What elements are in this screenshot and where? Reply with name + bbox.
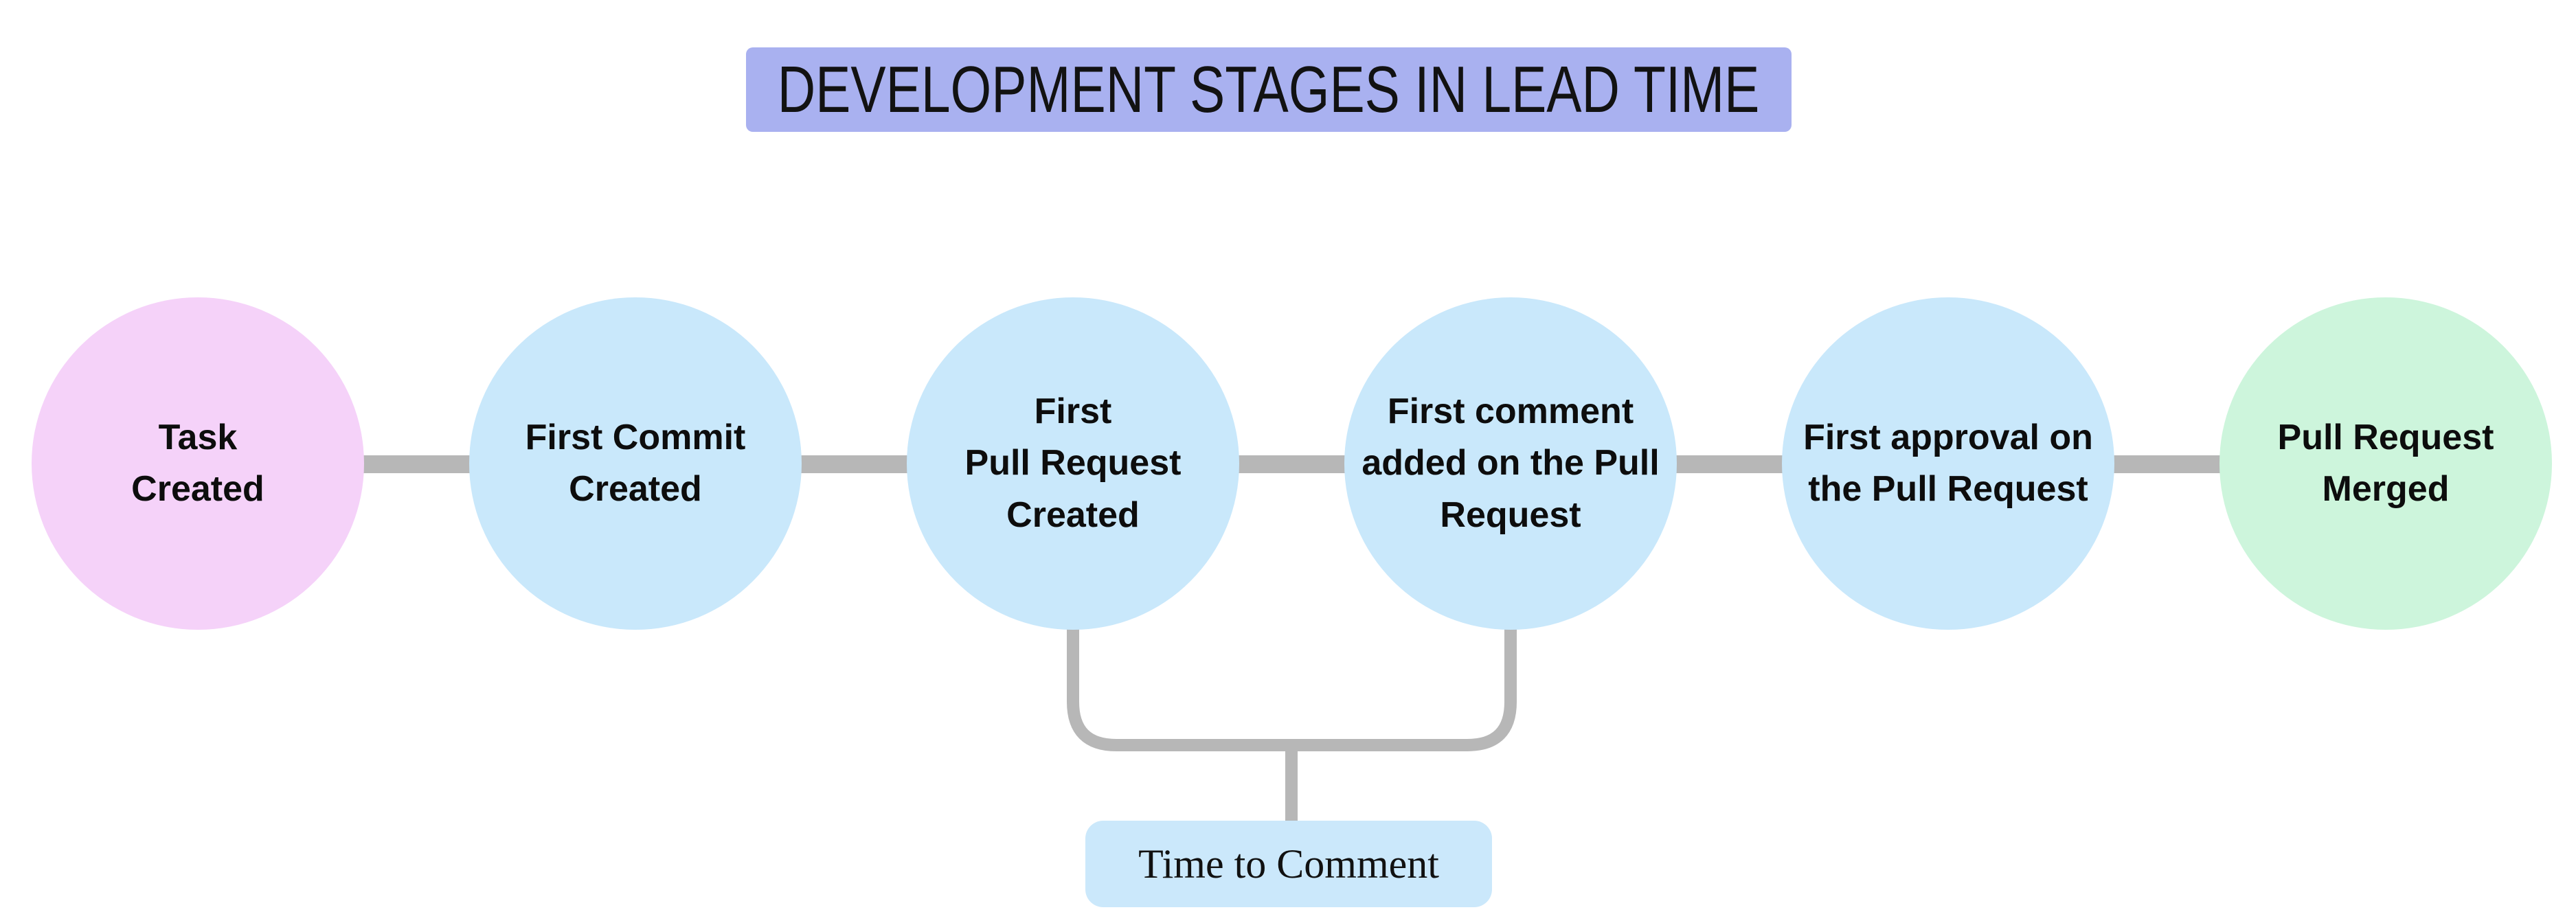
stage-label-line: First comment [1387, 391, 1634, 431]
stage-label: First Pull Request Created [965, 386, 1182, 541]
stage-label-line: Pull Request [964, 443, 1182, 483]
title-banner: DEVELOPMENT STAGES IN LEAD TIME [746, 47, 1792, 132]
stage-first-pull-request-created: First Pull Request Created [907, 297, 1239, 630]
connector-line [787, 455, 922, 473]
stage-label: First comment added on the Pull Request [1362, 386, 1659, 541]
connector-line [1662, 455, 1797, 473]
connector-line [1224, 455, 1359, 473]
stage-label-line: Created [1006, 494, 1140, 535]
stage-label-line: Merged [2322, 469, 2450, 509]
stage-label-line: First approval on [1803, 417, 2093, 457]
page-title: DEVELOPMENT STAGES IN LEAD TIME [778, 52, 1760, 126]
stage-first-comment-added: First comment added on the Pull Request [1344, 297, 1677, 630]
stage-label: Task Created [131, 412, 264, 516]
stage-label: First Commit Created [526, 412, 746, 516]
stage-label-line: Created [131, 469, 264, 509]
stage-first-commit-created: First Commit Created [469, 297, 802, 630]
time-to-comment-label: Time to Comment [1085, 821, 1492, 907]
connector-line [349, 455, 484, 473]
stage-first-approval: First approval on the Pull Request [1782, 297, 2114, 630]
stage-label-line: First Commit [525, 417, 746, 457]
stage-label: Pull Request Merged [2278, 412, 2494, 516]
stage-pull-request-merged: Pull Request Merged [2219, 297, 2552, 630]
stage-task-created: Task Created [32, 297, 364, 630]
stage-label-line: added on the Pull [1362, 443, 1660, 483]
connector-line [2099, 455, 2235, 473]
stage-label-line: Created [569, 469, 702, 509]
stage-label: First approval on the Pull Request [1803, 412, 2093, 516]
stage-label-line: the Pull Request [1808, 469, 2088, 509]
stage-label-line: Task [158, 417, 238, 457]
stage-label-line: First [1034, 391, 1112, 431]
stage-label-line: Pull Request [2277, 417, 2494, 457]
time-to-comment-text: Time to Comment [1138, 841, 1439, 887]
stage-label-line: Request [1440, 494, 1581, 535]
